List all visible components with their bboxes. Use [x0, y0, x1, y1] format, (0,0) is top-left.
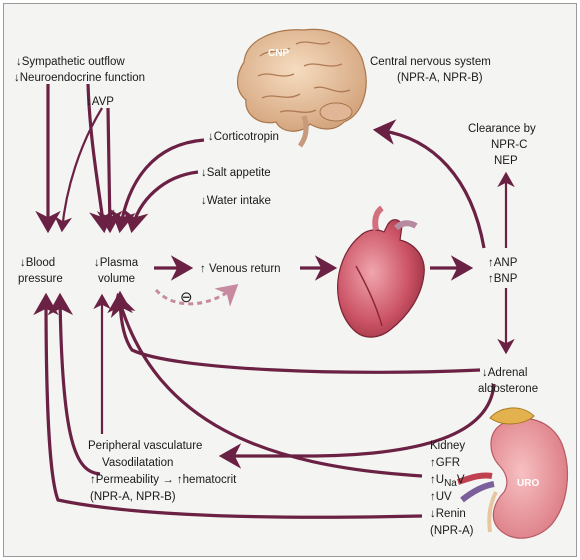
sympathetic-outflow-label: ↓Sympathetic outflow: [16, 56, 125, 68]
uro-label: URO: [517, 478, 539, 489]
salt-appetite-label: ↓Salt appetite: [201, 167, 271, 179]
cns-title-label: Central nervous system: [370, 56, 491, 68]
avp-to-volume-arrow: [108, 108, 110, 230]
blood-pressure-label-2: pressure: [18, 273, 63, 285]
permeability-label: ↑Permeability → ↑hematocrit: [90, 474, 237, 486]
peripheral-receptor-label: (NPR-A, NPR-B): [90, 491, 176, 503]
plasma-volume-label-1: ↓Plasma: [94, 257, 139, 269]
bnp-label: ↑BNP: [488, 273, 518, 285]
vasodilatation-label: Vasodilatation: [102, 457, 173, 469]
neuroendocrine-label: ↓Neuroendocrine function: [14, 72, 145, 84]
clearance-label: Clearance by: [468, 123, 536, 135]
unav-label: ↑UNaV: [430, 474, 465, 489]
avp-label: ↓AVP: [86, 96, 114, 108]
kidney-illustration-icon: [458, 408, 567, 538]
plasma-volume-label-2: volume: [98, 273, 135, 285]
renin-label: ↓Renin: [430, 508, 466, 520]
heart-illustration-icon: [338, 208, 425, 337]
diagram-frame: CNP URO ↓Sympat: [3, 3, 577, 557]
cns-receptor-label: (NPR-A, NPR-B): [397, 72, 483, 84]
kidney-receptor-label: (NPR-A): [430, 525, 474, 537]
inhibit-symbol: ⊖: [180, 289, 193, 306]
adrenal-label-1: ↓Adrenal: [482, 367, 527, 379]
corticotropin-label: ↓Corticotropin: [208, 131, 279, 143]
adrenal-to-volume-arrow: [120, 294, 480, 372]
kidney-label: Kidney: [430, 440, 465, 452]
salt-to-volume-arrow: [132, 172, 198, 230]
venous-return-label: ↑ Venous return: [200, 263, 281, 275]
anp-label: ↑ANP: [488, 257, 518, 269]
inhibit-feedback-arrow: [156, 286, 236, 304]
brain-illustration-icon: [238, 29, 367, 146]
blood-pressure-label-1: ↓Blood: [20, 257, 55, 269]
cnp-label: CNP: [268, 48, 289, 59]
nep-label: NEP: [494, 155, 518, 167]
gfr-label: ↑GFR: [430, 457, 460, 469]
natriuretic-peptide-diagram: CNP URO ↓Sympat: [4, 4, 577, 557]
uv-label: ↑UV: [430, 491, 452, 503]
adrenal-label-2: aldosterone: [478, 383, 538, 395]
peripheral-vasculature-label: Peripheral vasculature: [88, 440, 202, 452]
npr-c-label: NPR-C: [491, 139, 527, 151]
water-intake-label: ↓Water intake: [201, 195, 271, 207]
